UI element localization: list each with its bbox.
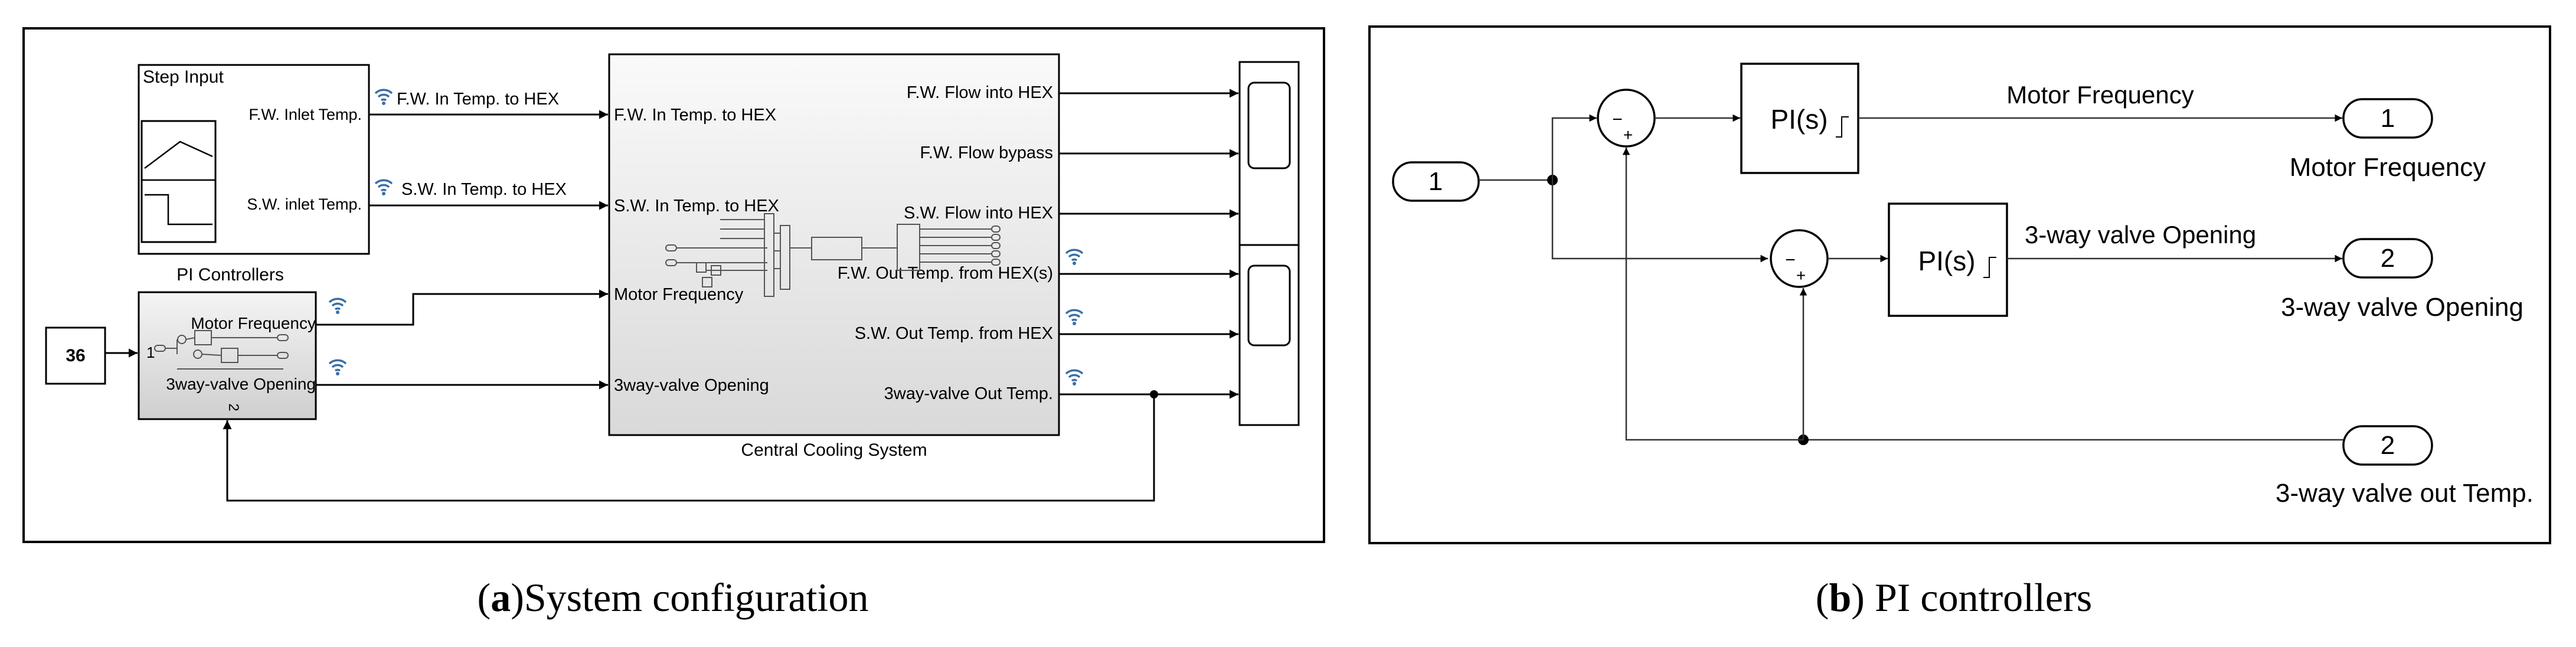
inport-2-label: 3-way valve out Temp. — [2276, 479, 2533, 508]
outport-1[interactable]: 1 — [2342, 98, 2433, 139]
panel-b: 1 − + PI(s) Motor Frequency 1 Motor Freq… — [1368, 25, 2551, 620]
scope-top-screen — [1247, 81, 1291, 169]
scope-bottom-screen — [1247, 264, 1291, 347]
caption-b-letter: b — [1829, 575, 1851, 620]
wire-in1-to-sum1 — [1551, 114, 1597, 180]
pi-controllers-block[interactable]: Motor Frequency 3way-valve Opening 1 2 — [138, 291, 317, 420]
pi-block-1-saturation-icon — [1836, 116, 1849, 138]
caption-b: (b) PI controllers — [1816, 575, 2092, 620]
cc-output-valve-out-temp: 3way-valve Out Temp. — [884, 384, 1053, 403]
step-input-title: Step Input — [143, 67, 224, 87]
step-fw-inlet-label: F.W. Inlet Temp. — [249, 106, 362, 123]
pi-controllers-mini-diagram — [154, 330, 289, 370]
cc-mini-diagram — [665, 213, 1001, 297]
outport-2-label: 3-way valve Opening — [2281, 293, 2523, 322]
pi-block-1-label: PI(s) — [1770, 104, 1828, 135]
sum-1[interactable]: − + — [1597, 89, 1656, 148]
inport-1-number: 1 — [1428, 167, 1443, 196]
signal-motor-frequency: Motor Frequency — [2006, 81, 2193, 109]
pi-block-2-label: PI(s) — [1918, 246, 1975, 276]
pi-block-2[interactable]: PI(s) — [1888, 202, 2008, 317]
step-input-icon — [140, 120, 217, 243]
caption-b-text: PI controllers — [1875, 575, 2092, 620]
cc-output-sw-out-temp: S.W. Out Temp. from HEX — [855, 324, 1053, 343]
pi-controllers-title: PI Controllers — [176, 265, 284, 285]
caption-a: (a)System configuration — [478, 575, 869, 620]
sum-1-minus: − — [1612, 110, 1623, 129]
cc-output-fw-out-temp: F.W. Out Temp. from HEX(s) — [838, 264, 1053, 283]
caption-a-text: System configuration — [524, 575, 869, 620]
scope-bottom[interactable] — [1238, 244, 1300, 426]
pi-port-in-1: 1 — [146, 344, 155, 361]
pi-block-2-saturation-icon — [1983, 257, 1996, 278]
signal-valve-opening: 3-way valve Opening — [2025, 221, 2256, 249]
fw-in-tag-label: F.W. In Temp. to HEX — [397, 90, 559, 109]
outport-2[interactable]: 2 — [2342, 238, 2433, 279]
wire-motor-frequency — [316, 289, 608, 326]
pi-motor-frequency-label: Motor Frequency — [191, 314, 316, 332]
cc-output-sw-flow-hex: S.W. Flow into HEX — [904, 204, 1053, 223]
step-input-block[interactable]: Step Input F.W. Inlet Temp. S.W. inlet T… — [138, 64, 370, 255]
constant-value: 36 — [66, 346, 85, 365]
sum-1-plus: + — [1623, 126, 1633, 144]
wire-in2-to-sum1 — [1622, 148, 1803, 441]
outport-1-label: Motor Frequency — [2290, 153, 2486, 182]
constant-block[interactable]: 36 — [45, 326, 106, 385]
central-cooling-block[interactable]: F.W. In Temp. to HEX S.W. In Temp. to HE… — [608, 53, 1060, 460]
sum-2[interactable]: − + — [1770, 229, 1829, 288]
inport-2-number: 2 — [2381, 431, 2395, 460]
pi-port-in-2: 2 — [225, 403, 241, 411]
step-sw-inlet-label: S.W. inlet Temp. — [247, 195, 362, 213]
cc-title: Central Cooling System — [741, 440, 927, 460]
sum-2-minus: − — [1785, 250, 1796, 270]
cc-input-motor-frequency: Motor Frequency — [614, 285, 744, 304]
sum-2-plus: + — [1796, 266, 1806, 285]
outport-2-number: 2 — [2381, 244, 2395, 273]
wire-in1-to-sum2 — [1551, 180, 1768, 263]
pi-block-1[interactable]: PI(s) — [1740, 63, 1859, 174]
cc-output-fw-flow-hex: F.W. Flow into HEX — [907, 83, 1053, 102]
scope-top[interactable] — [1238, 61, 1300, 246]
outport-1-number: 1 — [2381, 104, 2395, 133]
cc-output-fw-bypass: F.W. Flow bypass — [920, 143, 1053, 162]
cc-input-sw-in: S.W. In Temp. to HEX — [614, 197, 779, 215]
inport-1[interactable]: 1 — [1392, 161, 1480, 202]
pi-valve-opening-label: 3way-valve Opening — [166, 375, 316, 393]
inport-2[interactable]: 2 — [2342, 425, 2433, 466]
cc-input-valve-opening: 3way-valve Opening — [614, 376, 769, 395]
panel-a: Step Input F.W. Inlet Temp. S.W. inlet T… — [22, 27, 1325, 620]
wire-feedback — [223, 394, 1155, 502]
cc-input-fw-in: F.W. In Temp. to HEX — [614, 106, 776, 125]
sw-in-tag-label: S.W. In Temp. to HEX — [401, 180, 567, 199]
caption-a-letter: a — [491, 575, 511, 620]
